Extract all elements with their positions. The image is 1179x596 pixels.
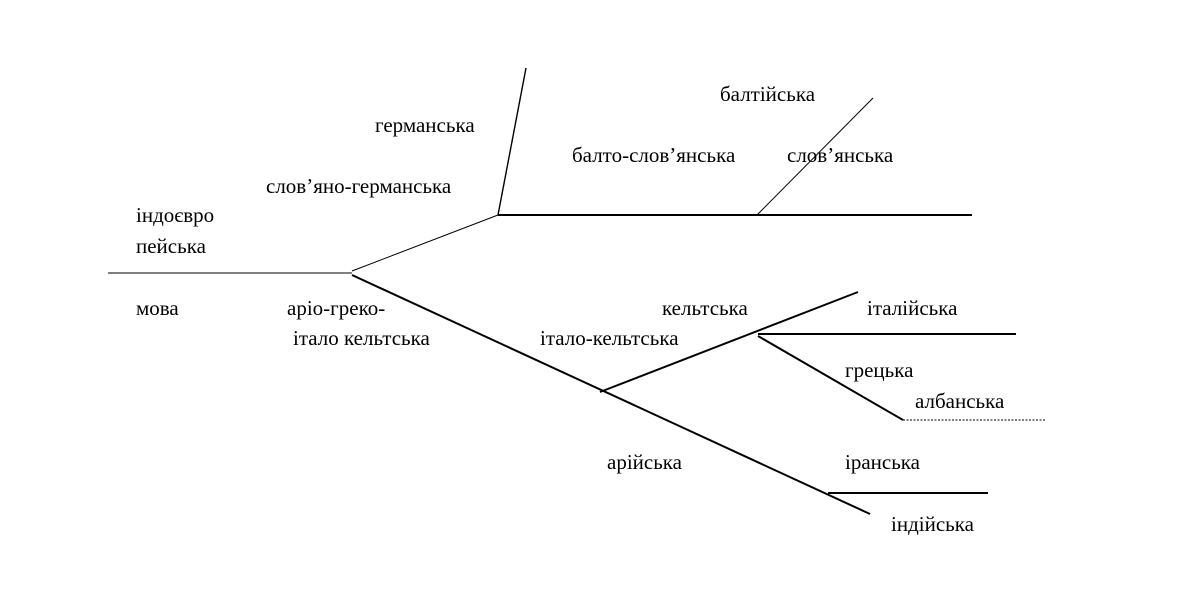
label-celtic: кельтська	[662, 296, 748, 320]
branch-italo-celtic	[599, 291, 859, 393]
label-baltic: балтійська	[720, 82, 816, 106]
branch-greek	[757, 335, 904, 421]
label-indian: індійська	[891, 512, 974, 536]
label-mova: мова	[136, 296, 179, 320]
branch-baltic	[756, 97, 874, 216]
label-slavic: слов’янська	[787, 143, 894, 167]
branch-slavic-germanic	[351, 214, 499, 272]
label-aryan: арійська	[607, 450, 682, 474]
label-iranian: іранська	[845, 450, 920, 474]
label-indo-european-1: індоєвро	[136, 203, 215, 227]
label-italo-celtic: італо-кельтська	[540, 326, 679, 350]
label-italic: італійська	[867, 296, 958, 320]
branch-germanic	[497, 67, 527, 216]
label-ario-greco-1: аріо-греко-	[287, 296, 386, 320]
label-indo-european-2: пейська	[136, 234, 206, 258]
label-ario-greco-2: італо кельтська	[293, 326, 430, 350]
label-germanic: германська	[375, 113, 475, 137]
label-greek: грецька	[845, 358, 914, 382]
branch-ario-greco-italo-celtic	[351, 274, 871, 515]
label-slavic-germanic: слов’яно-германська	[266, 174, 452, 198]
label-albanian: албанська	[915, 389, 1005, 413]
label-balto-slavic: балто-слов’янська	[572, 143, 736, 167]
